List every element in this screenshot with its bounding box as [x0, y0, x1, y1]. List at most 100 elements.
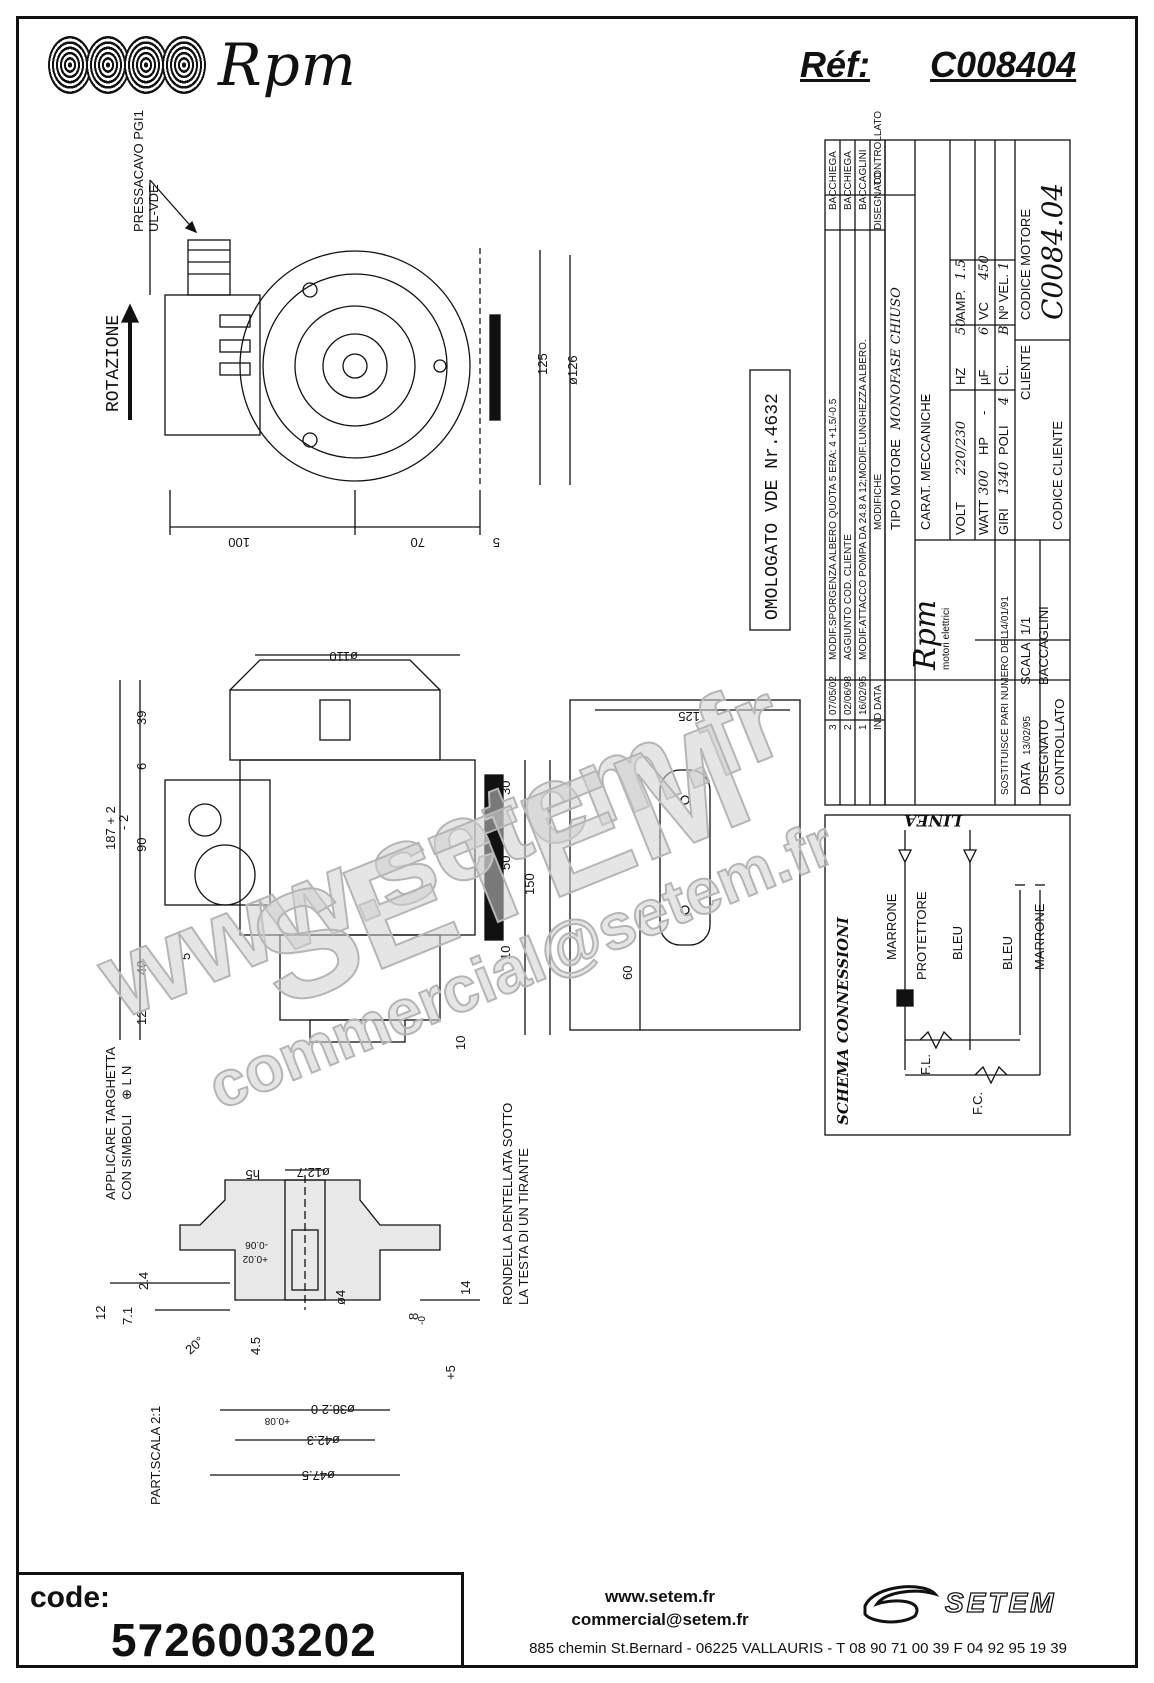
rpm-logo: Rpm: [48, 30, 357, 100]
rev-3-ind: 3: [828, 724, 839, 730]
tb-uf-label: µF: [976, 370, 991, 385]
wire-marrone-2: MARRONE: [1032, 903, 1047, 970]
rev-2-text: AGGIUNTO COD. CLIENTE: [843, 534, 854, 660]
washer-note-1: RONDELLA DENTELLATA SOTTO: [500, 1103, 515, 1305]
dim-39: 39: [134, 711, 149, 725]
dim-d110: ø110: [329, 649, 358, 664]
dim-150: 150: [522, 873, 537, 895]
tb-vc-label: VC: [976, 302, 991, 320]
tb-replaces: 14/01/91: [1000, 596, 1011, 635]
plate-dim-60: 60: [620, 966, 635, 980]
tb-drawn: BACCAGLINI: [1036, 606, 1051, 685]
dim-10: 10: [498, 946, 513, 960]
detail-dim-14: 14: [458, 1281, 473, 1295]
tb-mech-value: -: [918, 396, 933, 400]
nameplate-note-1: APPLICARE TARGHETTA: [103, 1047, 118, 1200]
shaft-tol-minus: -0.06: [245, 1239, 268, 1250]
setem-wordmark: SETEM: [945, 1587, 1056, 1618]
ref-value: C008404: [930, 44, 1077, 85]
tb-date: 13/02/95: [1022, 716, 1033, 755]
reference: Réf: C008404: [800, 44, 1076, 86]
tb-checked-label: CONTROLLATO: [1052, 699, 1067, 795]
dim-100: 100: [228, 535, 250, 550]
code-box: code: 5726003202: [16, 1572, 464, 1668]
tb-motor-code: C0084.04: [1036, 183, 1069, 320]
email-link[interactable]: commercial@setem.fr: [571, 1610, 749, 1629]
shaft-d12-7: ø12.7: [297, 1165, 330, 1180]
side-view: [119, 654, 551, 1043]
tb-amp-label: AMP.: [953, 290, 968, 320]
cable-gland-label: PRESSACAVO PGI1: [131, 110, 146, 232]
tb-speeds-label: Nº VEL.: [996, 274, 1011, 320]
rev-3-date: 07/05/02: [828, 676, 839, 715]
dim-40: 40: [134, 961, 149, 975]
dim-125: 125: [535, 353, 550, 375]
tb-poles: 4: [997, 397, 1012, 406]
detail-dim-8: 8: [406, 1313, 421, 1320]
setem-logo: SETEM: [863, 1585, 1056, 1624]
rev-header-drawn: DISEGNATO: [873, 172, 884, 230]
drawing-frame: [16, 16, 1138, 1668]
dim-6: 6: [134, 763, 149, 770]
tb-cl: B: [997, 325, 1012, 336]
wire-bleu-2: BLEU: [1000, 936, 1015, 970]
shaft-detail: [110, 1169, 480, 1476]
tb-replaces-label: SOSTITUISCE PARI NUMERO DEL: [1000, 633, 1011, 795]
dim-30: 30: [498, 781, 513, 795]
ref-label: Réf:: [800, 44, 870, 85]
approval-box: [749, 369, 791, 631]
dim-5: 5: [493, 535, 500, 550]
plate-dim-125: 125: [678, 709, 700, 724]
detail-d38-2: ø38.2 0: [311, 1402, 355, 1417]
tb-rpm: 1340: [997, 462, 1012, 495]
contact-block: www.setem.fr commercial@setem.fr: [470, 1585, 850, 1631]
tb-poles-label: POLI: [996, 425, 1011, 455]
tb-company-sub: motori elettrici: [941, 608, 952, 670]
tb-motor-type: MONOFASE CHIUSO: [889, 287, 904, 431]
detail-d42-3: ø42.3: [307, 1433, 340, 1448]
tb-client-label: CLIENTE: [1018, 345, 1033, 400]
washer-note-2: LA TESTA DI UN TIRANTE: [516, 1148, 531, 1305]
rev-1-text: MODIF.ATTACCO POMPA DA 24.8 A 12;MODIF.L…: [858, 339, 869, 660]
tb-motor-code-label: CODICE MOTORE: [1018, 209, 1033, 320]
detail-dim-4-5: 4.5: [248, 1337, 263, 1355]
rev-header-checked: CONTROLLATO: [873, 111, 884, 185]
wire-marrone-1: MARRONE: [884, 893, 899, 960]
rev-header-ind: IND: [873, 713, 884, 730]
wire-bleu-1: BLEU: [950, 926, 965, 960]
wiring-line-label: LINEA: [904, 811, 963, 830]
terminal-box: [164, 294, 261, 436]
tb-hp-label: HP: [976, 437, 991, 455]
tb-client-code-label: CODICE CLIENTE: [1050, 421, 1065, 530]
website-link[interactable]: www.setem.fr: [605, 1587, 715, 1606]
tb-hp: -: [976, 411, 991, 415]
coil-logo-icon: [48, 36, 206, 94]
tb-uf: 6: [977, 327, 992, 335]
dim-187-tol: - 2: [116, 815, 131, 830]
detail-angle-20: 20°: [182, 1333, 207, 1357]
cable-gland-std: UL-VDE: [146, 184, 161, 232]
dim-70: 70: [411, 535, 425, 550]
dim-5-side: 5: [178, 953, 193, 960]
detail-tol-0: -0: [417, 1316, 428, 1325]
rev-1-drawn: BACCAGLINI: [858, 149, 869, 210]
rev-2-drawn: BACCHIEGA: [843, 151, 854, 210]
tb-amp: 1.5: [954, 259, 969, 280]
top-view: [120, 179, 571, 535]
detail-dim-2-4: 2.4: [136, 1272, 151, 1290]
detail-dim-12: 12: [93, 1306, 108, 1320]
title-block: [824, 139, 1071, 806]
tb-rpm-label: GIRI: [996, 508, 1011, 535]
setem-swoosh-icon: [863, 1585, 940, 1624]
rev-header-mod: MODIFICHE: [873, 474, 884, 530]
wire-fl: F.L.: [918, 1054, 933, 1075]
detail-scale: PART.SCALA 2:1: [148, 1406, 163, 1505]
cable-gland: [187, 239, 231, 296]
approval-text: OMOLOGATO VDE Nr.4632: [763, 393, 783, 620]
tb-scale-label: SCALA: [1018, 642, 1033, 685]
tb-watt-label: WATT: [976, 500, 991, 535]
dim-d126: ø126: [565, 355, 580, 385]
tb-cl-label: CL.: [996, 365, 1011, 385]
dim-10-b: 10: [453, 1036, 468, 1050]
